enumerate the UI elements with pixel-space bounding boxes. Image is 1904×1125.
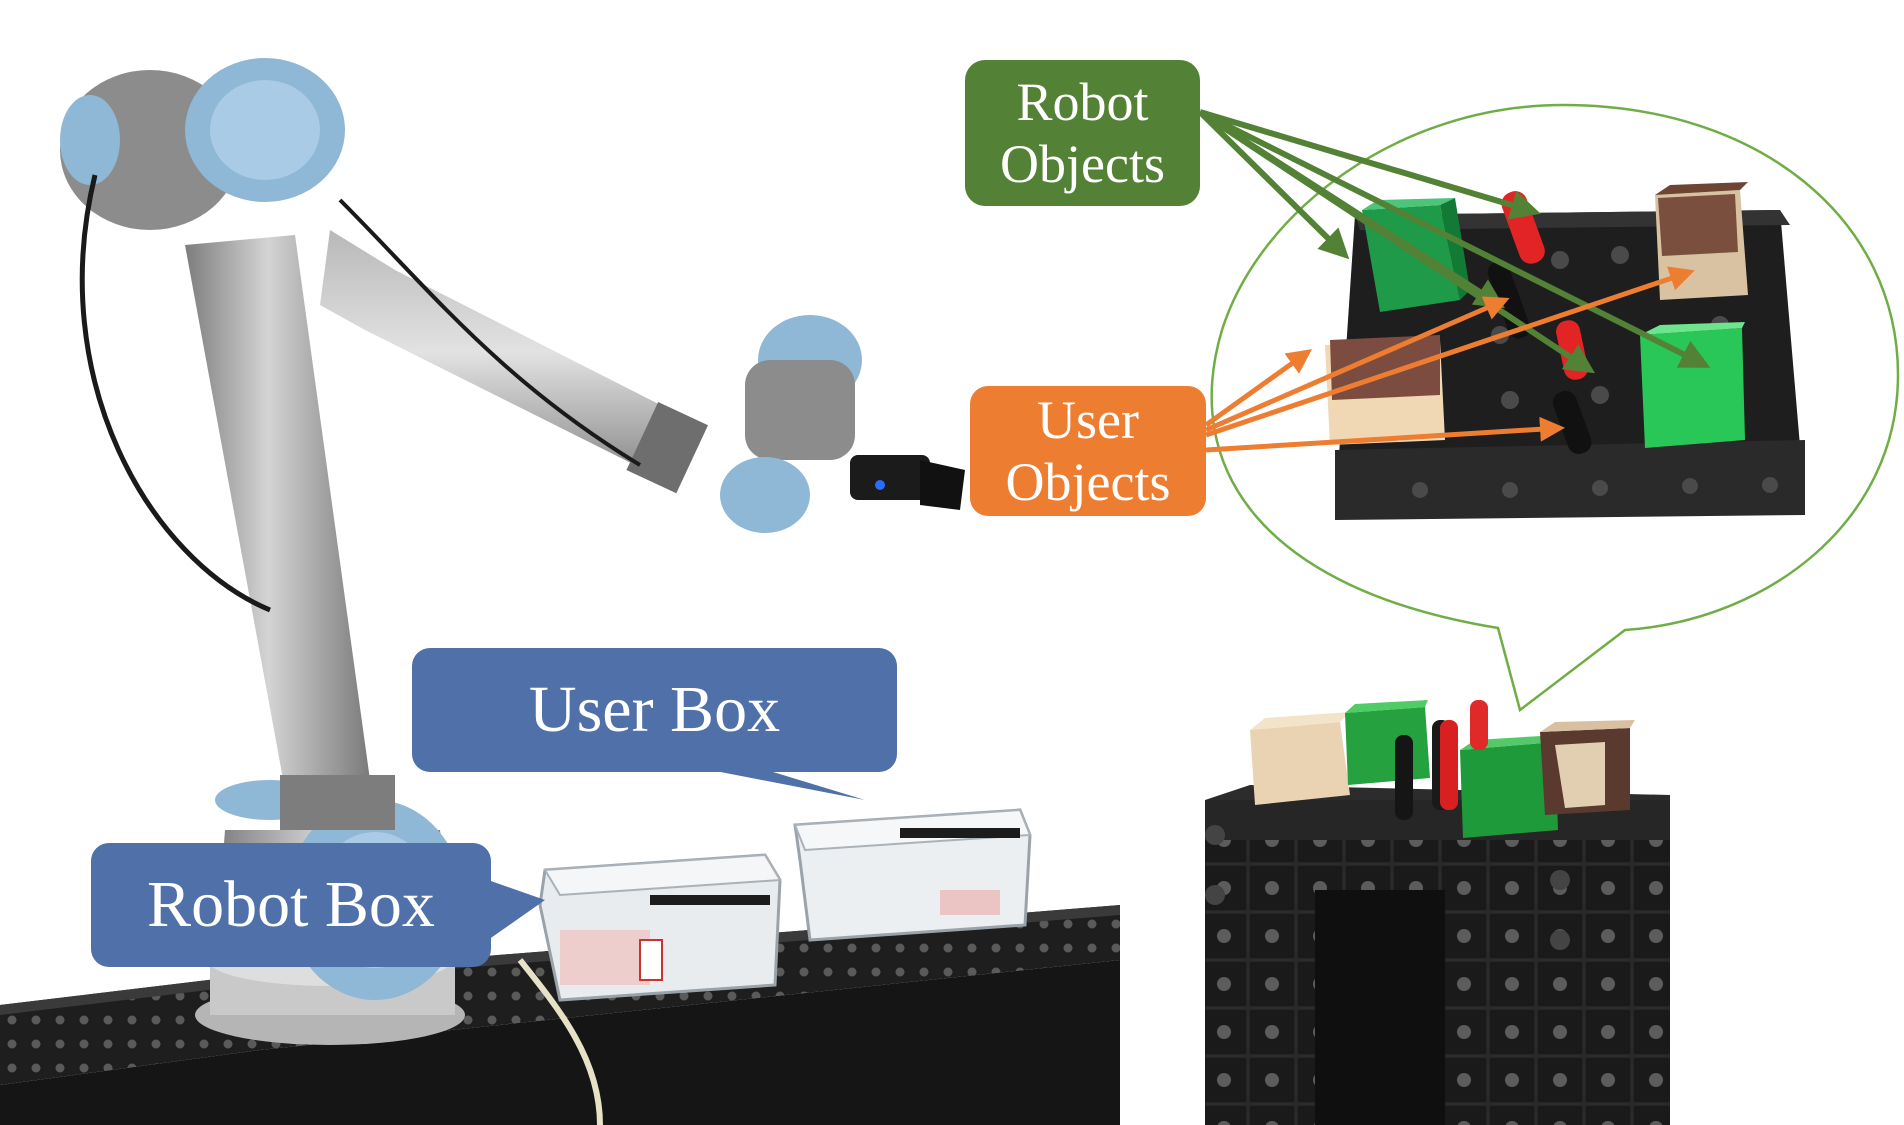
robot-objects-label-line-2: Objects (1000, 134, 1165, 194)
user-objects-label-line-2: Objects (1005, 452, 1171, 512)
robot-box-callout: Robot Box (91, 843, 491, 967)
robot-box-label: Robot Box (147, 868, 435, 942)
user-objects-arrows (1204, 266, 1695, 453)
user-box-label: User Box (528, 673, 781, 747)
user-box-callout: User Box (412, 648, 897, 772)
robot-objects-label-line-1: Robot (1016, 71, 1149, 132)
user-storage-box (793, 808, 1032, 942)
object-table-right (1205, 700, 1670, 1125)
robot-storage-box (538, 853, 782, 1002)
user-box-callout-tail (700, 768, 865, 800)
user-objects-callout: User Objects (970, 386, 1206, 516)
robot-objects-callout: Robot Objects (965, 60, 1200, 206)
user-objects-label-line-1: User (1037, 389, 1139, 450)
robot-box-callout-tail (488, 880, 545, 940)
